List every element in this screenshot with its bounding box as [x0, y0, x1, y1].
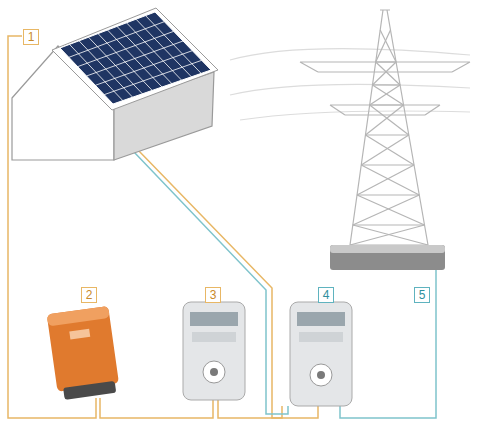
panel-line — [353, 224, 425, 225]
panel-line — [376, 61, 396, 62]
callout-number: 1 — [23, 29, 39, 45]
panel-line — [372, 62, 396, 85]
callout-number: 3 — [205, 287, 221, 303]
panel-line — [365, 105, 403, 135]
panel-line — [357, 194, 419, 195]
panel-line — [353, 225, 428, 245]
panel-line — [372, 85, 403, 105]
panel-line — [370, 85, 400, 105]
house-grid-wire — [134, 152, 288, 414]
grid-wire — [340, 270, 436, 418]
ac-wire — [100, 398, 213, 418]
panel-line — [361, 165, 419, 195]
panel-line — [370, 104, 404, 105]
panel-line — [370, 105, 409, 135]
callout-number: 5 — [414, 287, 430, 303]
pylon — [230, 10, 470, 270]
panel-line — [95, 51, 192, 86]
inverter — [47, 306, 121, 401]
panel-line — [372, 84, 400, 85]
panel-line — [104, 60, 202, 94]
panel-line — [87, 41, 184, 76]
panel-line — [376, 30, 391, 62]
callout-number: 4 — [318, 287, 334, 303]
panel-line — [365, 135, 414, 165]
panel-line — [357, 165, 414, 195]
panel-line — [350, 225, 425, 245]
meter-production — [183, 302, 245, 400]
panel-line — [357, 195, 424, 225]
panel-line — [353, 195, 419, 225]
panel-line — [365, 134, 408, 135]
panel-line — [78, 31, 174, 66]
panel-line — [376, 62, 400, 85]
panel-line — [361, 164, 414, 165]
callout-number: 2 — [81, 287, 97, 303]
meter-exchange — [290, 302, 352, 406]
house — [12, 8, 218, 160]
panel-line — [361, 135, 409, 165]
